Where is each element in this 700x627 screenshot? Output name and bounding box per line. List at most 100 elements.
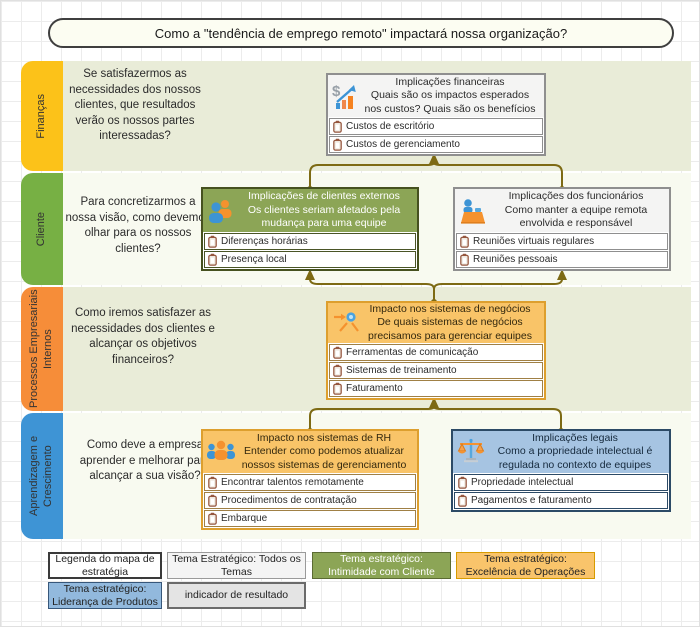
kpi-indicator-icon (458, 494, 467, 507)
map-title: Como a "tendência de emprego remoto" imp… (48, 18, 674, 48)
node-negocios-header: Impacto nos sistemas de negócios De quai… (328, 303, 544, 343)
tab-cliente[interactable]: Cliente (21, 173, 63, 285)
node-financeiras-title: Implicações financeiras (395, 75, 505, 88)
finance-chart-icon: $ (331, 81, 361, 111)
kpi-label: Ferramentas de comunicação (346, 347, 479, 358)
kpi-indicator-icon (208, 476, 217, 489)
legend-title-label: Legenda do mapa de estratégia (55, 552, 155, 578)
kpi-indicator-icon (208, 512, 217, 525)
node-financeiras-text: Implicações financeiras Quais são os imp… (362, 76, 538, 116)
node-legais-title: Implicações legais (532, 431, 618, 444)
legend-title-box[interactable]: Legenda do mapa de estratégia (48, 552, 162, 579)
map-title-text: Como a "tendência de emprego remoto" imp… (154, 25, 568, 41)
node-rh-text: Impacto nos sistemas de RH Entender como… (237, 432, 411, 472)
kpi-item[interactable]: Sistemas de treinamento (329, 362, 543, 379)
legend-customer-intimacy[interactable]: Tema estratégico: Intimidade com Cliente (312, 552, 451, 579)
kpi-indicator-icon (458, 476, 467, 489)
legend-result-indicator-label: indicador de resultado (184, 589, 289, 602)
node-funcionarios-desc: Como manter a equipe remota envolvida e … (504, 203, 648, 230)
kpi-label: Diferenças horárias (221, 236, 308, 247)
kpi-label: Encontrar talentos remotamente (221, 477, 364, 488)
kpi-item[interactable]: Diferenças horárias (204, 233, 416, 250)
node-funcionarios-title: Implicações dos funcionários (508, 190, 644, 203)
legend-customer-intimacy-label: Tema estratégico: Intimidade com Cliente (328, 552, 435, 578)
question-processos: Como iremos satisfazer as necessidades d… (71, 307, 215, 366)
impact-icon (331, 308, 361, 338)
kpi-item[interactable]: Custos de gerenciamento (329, 136, 543, 153)
legend-all-themes[interactable]: Tema Estratégico: Todos os Temas (167, 552, 306, 579)
question-aprendizagem: Como deve a empresa aprender e melhorar … (79, 439, 211, 483)
node-rh-title: Impacto nos sistemas de RH (256, 431, 392, 444)
node-sistemas-negocios[interactable]: Impacto nos sistemas de negócios De quai… (326, 301, 546, 400)
kpi-label: Propriedade intelectual (471, 477, 574, 488)
kpi-indicator-icon (333, 120, 342, 133)
kpi-item[interactable]: Encontrar talentos remotamente (204, 474, 416, 491)
node-implicacoes-financeiras[interactable]: $ Implicações financeiras Quais são os i… (326, 73, 546, 156)
kpi-item[interactable]: Embarque (204, 510, 416, 527)
legend-operations-excellence[interactable]: Tema estratégico: Excelência de Operaçõe… (456, 552, 595, 579)
kpi-label: Sistemas de treinamento (346, 365, 457, 376)
kpi-item[interactable]: Presença local (204, 251, 416, 268)
node-negocios-desc: De quais sistemas de negócios precisamos… (367, 316, 532, 342)
node-rh-desc: Entender como podemos atualizar nossos s… (241, 445, 407, 471)
node-funcionarios[interactable]: Implicações dos funcionários Como manter… (453, 187, 671, 271)
kpi-indicator-icon (333, 138, 342, 151)
legend-all-themes-label: Tema Estratégico: Todos os Temas (172, 552, 301, 578)
kpi-item[interactable]: Ferramentas de comunicação (329, 344, 543, 361)
node-negocios-title: Impacto nos sistemas de negócios (369, 302, 531, 315)
legal-scales-icon (456, 437, 486, 467)
node-clientes-title: Implicações de clientes externos (248, 190, 400, 203)
kpi-indicator-icon (333, 346, 342, 359)
question-cliente: Para concretizarmos a nossa visão, como … (65, 196, 211, 255)
kpi-indicator-icon (208, 253, 217, 266)
legend-product-leadership[interactable]: Tema estratégico: Liderança de Produtos (48, 582, 162, 609)
legend-operations-excellence-label: Tema estratégico: Excelência de Operaçõe… (465, 552, 586, 578)
node-legais-header: Implicações legais Como a propriedade in… (453, 431, 669, 473)
legend-result-indicator[interactable]: indicador de resultado (167, 582, 306, 609)
kpi-indicator-icon (333, 364, 342, 377)
kpi-label: Procedimentos de contratação (221, 495, 357, 506)
kpi-item[interactable]: Procedimentos de contratação (204, 492, 416, 509)
node-clientes-externos[interactable]: Implicações de clientes externos Os clie… (201, 187, 419, 271)
employee-desk-icon (458, 196, 488, 226)
tab-cliente-label: Cliente (35, 211, 48, 247)
node-financeiras-header: $ Implicações financeiras Quais são os i… (328, 75, 544, 117)
hr-team-icon (206, 437, 236, 467)
tab-aprendizagem[interactable]: Aprendizagem e Crescimento (21, 413, 63, 539)
kpi-item[interactable]: Reuniões pessoais (456, 251, 668, 268)
kpi-item[interactable]: Custos de escritório (329, 118, 543, 135)
kpi-label: Faturamento (346, 383, 403, 394)
tab-processos-label: Processos Empresariais Internos (28, 289, 54, 409)
customers-icon (206, 196, 236, 226)
node-clientes-text: Implicações de clientes externos Os clie… (237, 190, 411, 230)
tab-financas-label: Finanças (35, 93, 48, 139)
kpi-label: Custos de escritório (346, 121, 435, 132)
kpi-indicator-icon (460, 253, 469, 266)
question-financas: Se satisfazermos as necessidades dos nos… (69, 68, 201, 143)
svg-text:$: $ (332, 83, 341, 100)
node-clientes-header: Implicações de clientes externos Os clie… (203, 189, 417, 232)
node-financeiras-desc: Quais são os impactos esperados nos cust… (364, 89, 536, 115)
kpi-item[interactable]: Pagamentos e faturamento (454, 492, 668, 509)
kpi-label: Embarque (221, 513, 268, 524)
legend-product-leadership-label: Tema estratégico: Liderança de Produtos (52, 582, 158, 608)
node-implicacoes-legais[interactable]: Implicações legais Como a propriedade in… (451, 429, 671, 512)
kpi-label: Custos de gerenciamento (346, 139, 460, 150)
kpi-item[interactable]: Propriedade intelectual (454, 474, 668, 491)
kpi-item[interactable]: Faturamento (329, 380, 543, 397)
node-clientes-desc: Os clientes seriam afetados pela mudança… (247, 203, 401, 230)
kpi-label: Reuniões pessoais (473, 254, 558, 265)
kpi-item[interactable]: Reuniões virtuais regulares (456, 233, 668, 250)
tab-processos[interactable]: Processos Empresariais Internos (21, 287, 63, 411)
node-funcionarios-text: Implicações dos funcionários Como manter… (489, 190, 663, 230)
kpi-indicator-icon (208, 494, 217, 507)
tab-financas[interactable]: Finanças (21, 61, 63, 171)
node-funcionarios-header: Implicações dos funcionários Como manter… (455, 189, 669, 232)
node-legais-text: Implicações legais Como a propriedade in… (487, 432, 663, 472)
node-legais-desc: Como a propriedade intelectual é regulad… (497, 445, 653, 471)
kpi-indicator-icon (333, 382, 342, 395)
tab-aprendizagem-label: Aprendizagem e Crescimento (28, 435, 54, 517)
kpi-label: Presença local (221, 254, 287, 265)
node-sistemas-rh[interactable]: Impacto nos sistemas de RH Entender como… (201, 429, 419, 530)
